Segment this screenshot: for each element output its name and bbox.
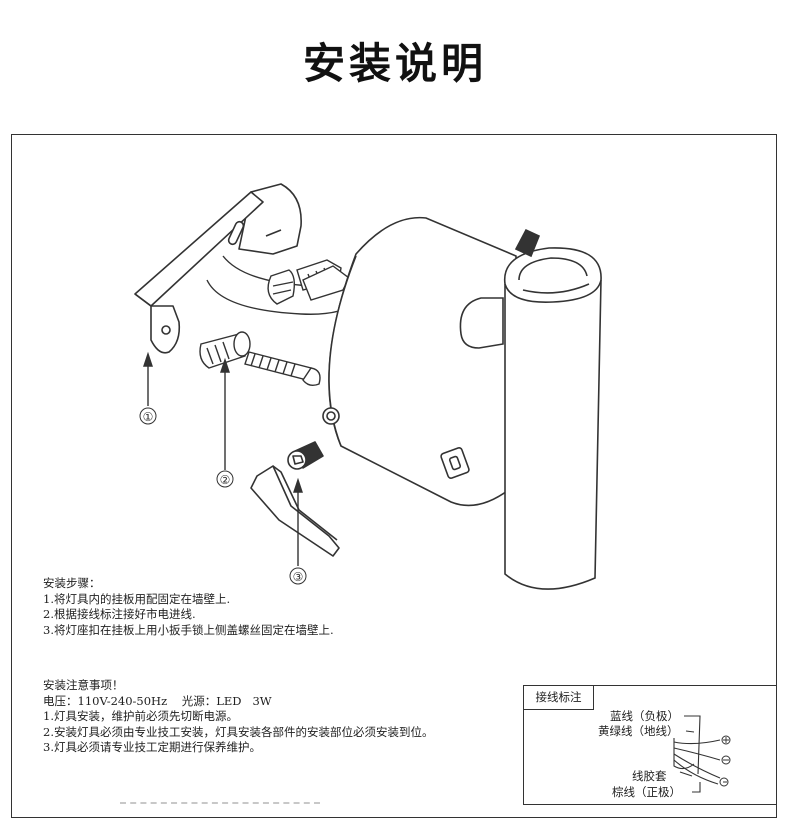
wire-drawing	[673, 715, 731, 793]
notes-heading: 安装注意事项！	[43, 678, 124, 692]
screws-and-connectors	[199, 259, 350, 387]
callout-2: ②	[220, 473, 231, 487]
wiring-diagram: 接线标注 蓝线（负极） 黄绿线（地线） 线胶套 棕线（正极）	[523, 685, 777, 805]
sleeve-label: 线胶套	[632, 769, 667, 783]
installation-illustration: ① ② ③	[134, 183, 602, 590]
hex-key-and-screw	[250, 441, 340, 557]
callout-3: ③	[293, 570, 304, 584]
callout-1: ①	[143, 410, 154, 424]
wiring-title: 接线标注	[524, 686, 594, 710]
step-item: 2.根据接线标注接好市电进线.	[43, 607, 196, 621]
callout-arrows	[143, 351, 303, 566]
lamp-head	[503, 228, 602, 590]
note-item: 1.灯具安装，维护前必须先切断电源。	[43, 709, 238, 723]
step-item: 3.将灯座扣在挂板上用小扳手锁上侧盖螺丝固定在墙壁上.	[43, 622, 334, 637]
instruction-frame	[11, 134, 777, 818]
lamp-base	[322, 216, 517, 507]
mounting-bracket	[134, 183, 302, 354]
installation-steps: 安装步骤： 1.将灯具内的挂板用配固定在墙壁上. 2.根据接线标注接好市电进线.…	[43, 576, 334, 638]
note-item: 2.安装灯具必须由专业技工安装，灯具安装各部件的安装部位必须安装到位。	[43, 724, 434, 739]
footer-divider	[120, 802, 320, 804]
installation-notes: 安装注意事项！ 电压：110V-240-50Hz 光源：LED 3W 1.灯具安…	[43, 678, 433, 756]
step-item: 1.将灯具内的挂板用配固定在墙壁上.	[43, 591, 231, 606]
blue-wire-label: 蓝线（负极）	[610, 709, 679, 723]
note-item: 3.灯具必须请专业技工定期进行保养维护。	[43, 740, 261, 754]
brown-wire-label: 棕线（正极）	[612, 785, 681, 799]
page-title: 安装说明	[302, 39, 487, 88]
steps-heading: 安装步骤：	[43, 576, 101, 590]
callout-circles	[139, 407, 307, 585]
yellow-green-wire-label: 黄绿线（地线）	[598, 724, 679, 738]
specs-line: 电压：110V-240-50Hz 光源：LED 3W	[43, 693, 272, 708]
